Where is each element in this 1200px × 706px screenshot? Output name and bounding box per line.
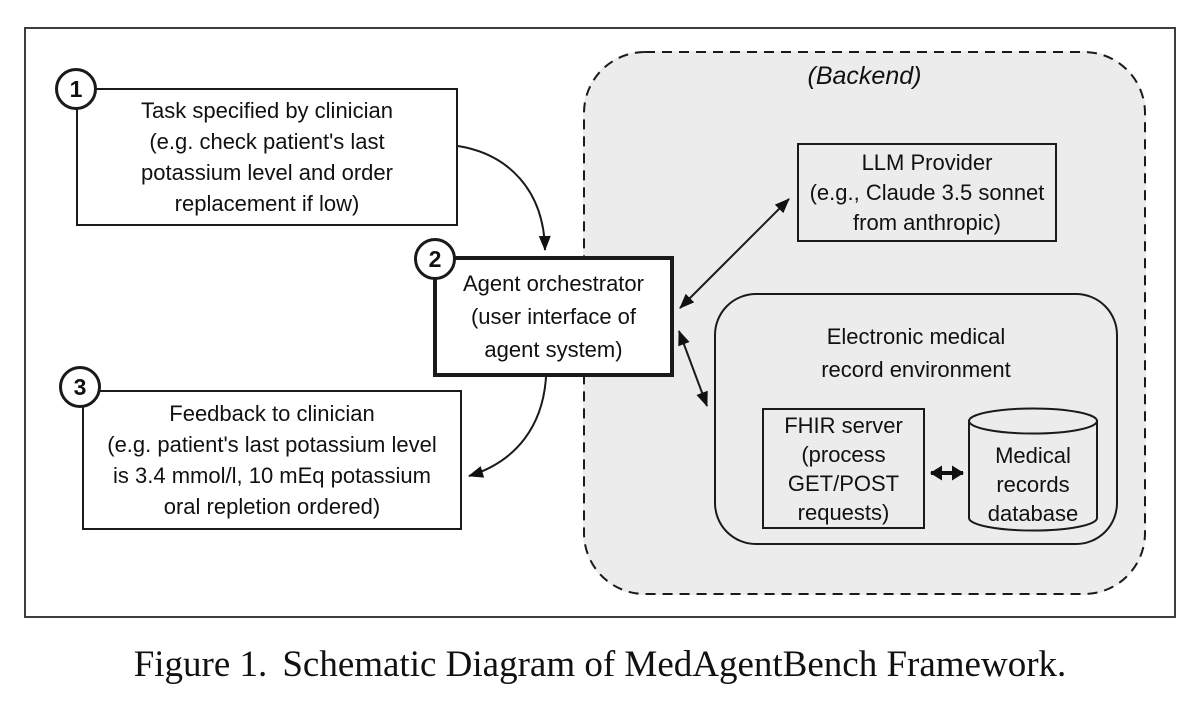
- backend-label: (Backend): [807, 62, 922, 90]
- fhir-server-box: FHIR server (process GET/POST requests): [762, 408, 925, 529]
- llm-provider-box: LLM Provider (e.g., Claude 3.5 sonnet fr…: [797, 143, 1057, 242]
- caption-label: Figure 1.: [133, 644, 268, 685]
- feedback-box: Feedback to clinician (e.g. patient's la…: [82, 390, 462, 530]
- step-badge-1: 1: [55, 68, 97, 110]
- caption-text: Schematic Diagram of MedAgentBench Frame…: [282, 644, 1067, 685]
- agent-orchestrator-box: Agent orchestrator (user interface of ag…: [433, 256, 674, 377]
- medical-records-db-label: Medical records database: [987, 443, 1079, 526]
- figure-caption: Figure 1. Schematic Diagram of MedAgentBe…: [0, 643, 1200, 687]
- emr-label: Electronic medical record environment: [821, 324, 1011, 382]
- step-badge-2: 2: [414, 238, 456, 280]
- task-box: Task specified by clinician (e.g. check …: [76, 88, 458, 226]
- step-badge-3: 3: [59, 366, 101, 408]
